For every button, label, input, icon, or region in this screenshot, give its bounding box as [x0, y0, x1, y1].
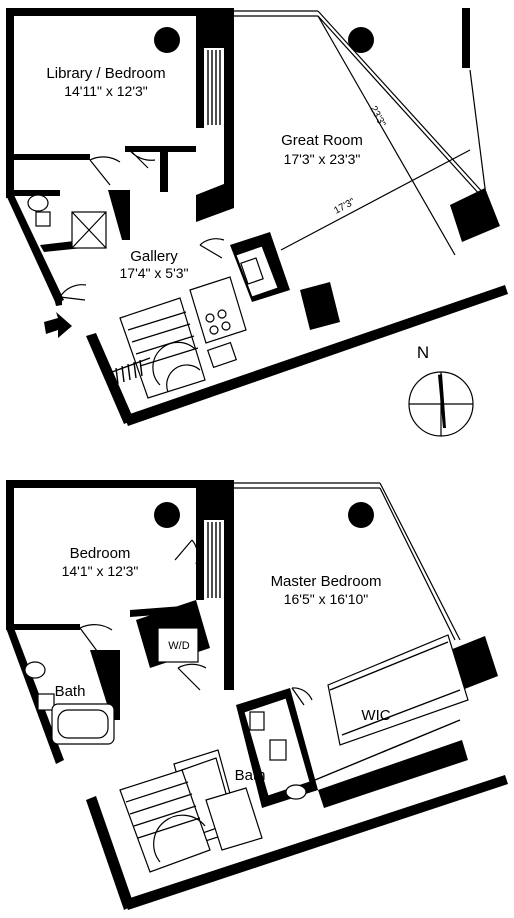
upper-exterior-walls — [6, 8, 508, 426]
room-size: 14'11" x 12'3" — [64, 83, 148, 99]
room-name: WIC — [361, 707, 390, 724]
room-name: Bath — [235, 767, 266, 784]
upper-bath-fixtures — [27, 194, 107, 249]
upper-window-wall — [196, 10, 487, 197]
north-compass: N — [408, 343, 474, 437]
room-size: 16'5" x 16'10" — [284, 591, 369, 607]
entry-arrow-icon — [44, 312, 72, 338]
washer-dryer: W/D — [157, 627, 199, 663]
upper-kitchen — [189, 232, 340, 369]
upper-closet-wall — [196, 8, 234, 222]
lower-closet-wall — [196, 480, 234, 690]
walk-in-closet: WIC — [314, 634, 469, 808]
upper-stair — [111, 297, 206, 399]
room-size: 14'1" x 12'3" — [62, 563, 139, 579]
lower-window-wall — [196, 482, 461, 641]
compass-north-label: N — [417, 343, 429, 362]
lower-floor: W/D Bath Bath — [6, 480, 508, 910]
lower-corner-block — [450, 636, 498, 690]
upper-bath-walls — [14, 190, 130, 252]
room-name: Bedroom — [70, 545, 131, 562]
room-name: Great Room — [281, 132, 363, 149]
room-name: Gallery — [130, 248, 178, 265]
upper-column-right — [348, 27, 374, 53]
upper-column-left — [154, 27, 180, 53]
room-name: Bath — [55, 683, 86, 700]
lower-master-bath: Bath — [173, 688, 318, 851]
lower-column-left — [154, 502, 180, 528]
washer-dryer-label: W/D — [168, 640, 189, 652]
dimension-length-label: 23'3" — [367, 104, 387, 129]
upper-doors — [59, 147, 225, 301]
lower-stair — [119, 769, 211, 873]
room-size: 17'4" x 5'3" — [120, 265, 189, 281]
north-needle-icon — [438, 374, 446, 428]
upper-dimension-lines — [280, 15, 471, 256]
lower-doors — [79, 539, 313, 706]
room-name: Library / Bedroom — [46, 65, 165, 82]
lower-column-right — [348, 502, 374, 528]
lower-left-bath: Bath — [24, 661, 115, 745]
upper-corner-block — [450, 188, 500, 242]
lower-exterior-walls — [6, 480, 508, 910]
upper-library-walls — [14, 146, 196, 192]
room-name: Master Bedroom — [271, 573, 382, 590]
upper-floor: Library / Bedroom 14'11" x 12'3" Great R… — [6, 8, 508, 426]
room-size: 17'3" x 23'3" — [284, 151, 361, 167]
